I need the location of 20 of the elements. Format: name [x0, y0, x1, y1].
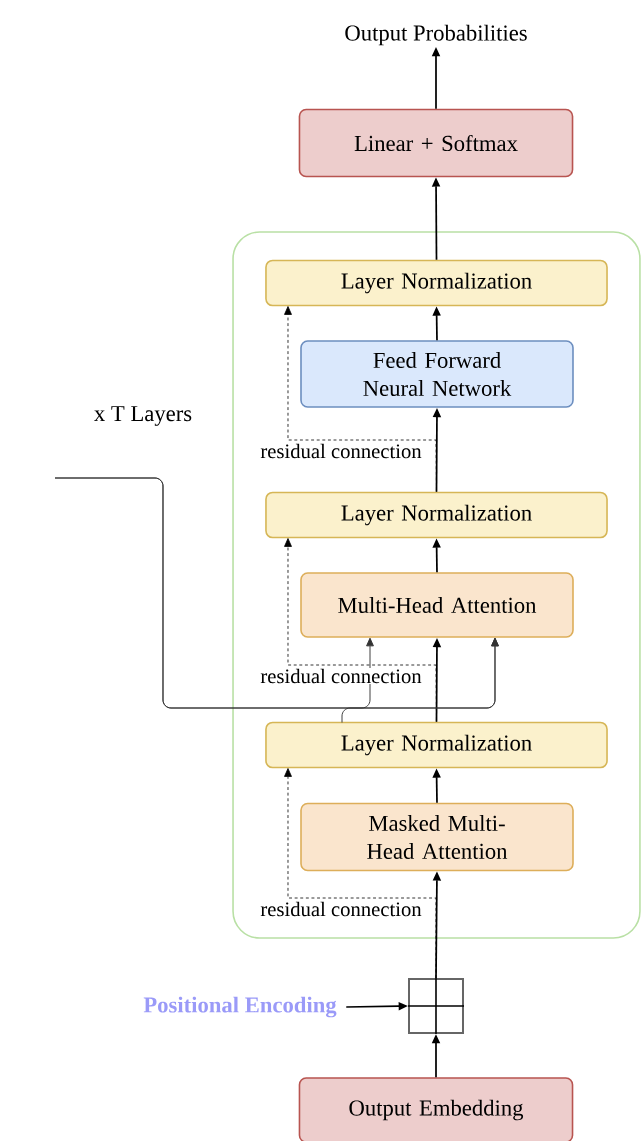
text-label: Output Probabilities: [345, 24, 527, 46]
residual-arrow: [284, 306, 437, 493]
norm-box: Layer Normalization: [265, 721, 608, 769]
adder-symbol: [407, 977, 465, 1035]
process-box: Output Embedding: [298, 1077, 574, 1141]
residual-arrow: [284, 768, 437, 979]
norm-box: Layer Normalization: [265, 491, 608, 539]
arrow: [341, 637, 499, 723]
process-box: Linear + Softmax: [298, 108, 574, 178]
layer-block: [232, 231, 641, 939]
edge-label: residual connection: [259, 443, 423, 459]
input-label: Positional Encoding: [143, 996, 337, 1018]
attention-box: Masked Multi-Head Attention: [300, 802, 574, 872]
edge-label: residual connection: [259, 668, 423, 684]
layer-count-label: x T Layers: [94, 406, 192, 426]
edge-label: residual connection: [259, 901, 423, 917]
residual-arrow: [284, 538, 437, 723]
process-box: Feed Forward Neural Network: [300, 340, 574, 408]
attention-box: Multi-Head Attention: [300, 572, 574, 638]
norm-box: Layer Normalization: [265, 259, 608, 307]
